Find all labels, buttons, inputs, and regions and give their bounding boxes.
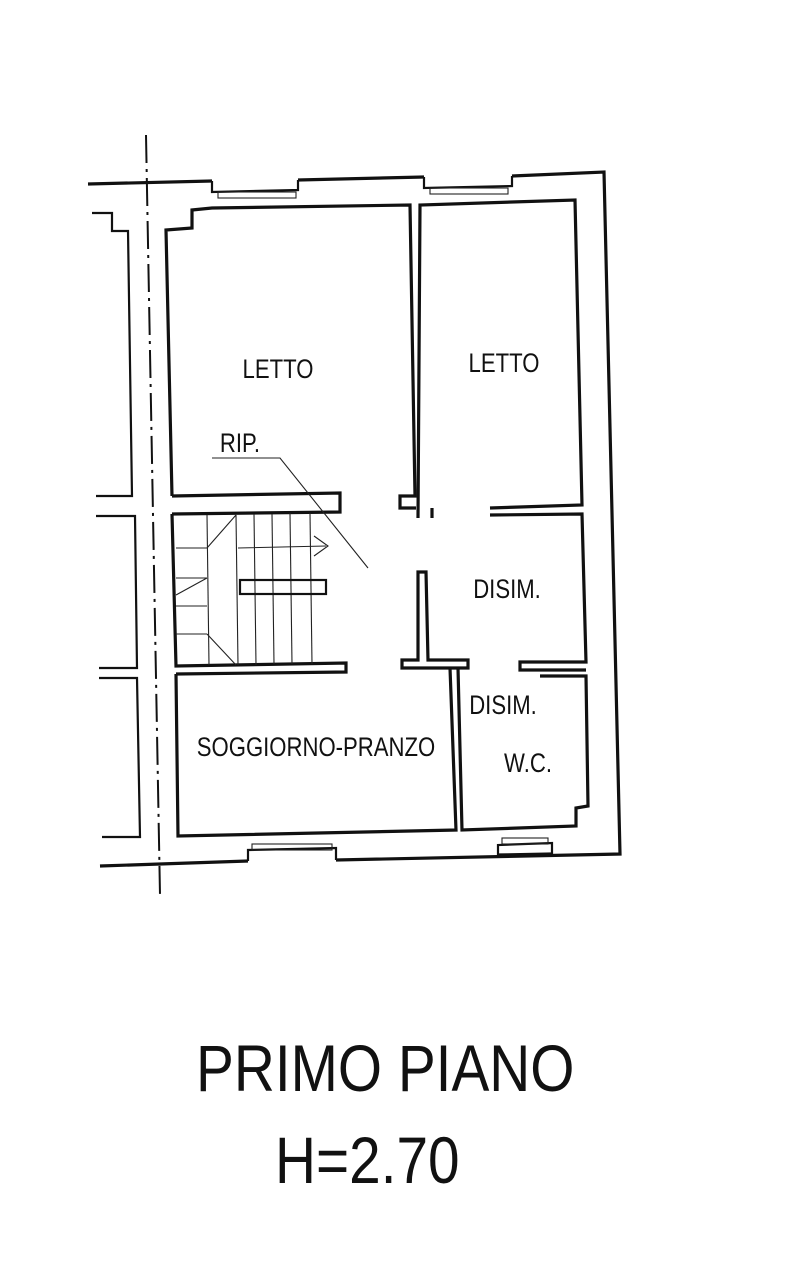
windows (210, 176, 554, 861)
interior-walls (164, 198, 590, 838)
room-label-disim-2: DISIM. (469, 691, 537, 721)
floor-name-title: PRIMO PIANO (196, 1031, 575, 1105)
room-label-soggiorno: SOGGIORNO-PRANZO (197, 733, 435, 763)
rip-leader-line (212, 457, 369, 569)
room-label-rip: RIP. (220, 429, 260, 459)
plan-caption: PRIMO PIANO H=2.70 (0, 1020, 790, 1220)
room-label-letto-1: LETTO (243, 355, 314, 385)
room-label-letto-2: LETTO (469, 349, 540, 379)
stair-handrail (238, 578, 328, 596)
stair-direction-arrow (237, 535, 329, 557)
axis-line (145, 134, 161, 896)
ceiling-height-label: H=2.70 (275, 1123, 460, 1197)
room-label-wc: W.C. (504, 749, 552, 779)
room-label-disim-1: DISIM. (473, 575, 541, 605)
staircase (175, 512, 329, 666)
exterior-walls (87, 170, 622, 868)
